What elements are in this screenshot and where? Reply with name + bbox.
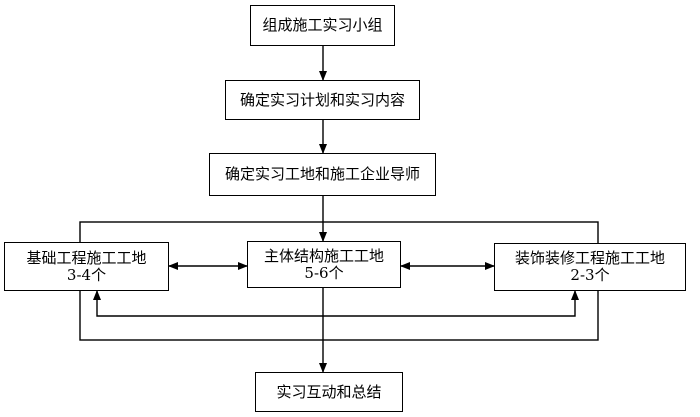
step2-label: 确定实习计划和实习内容 (239, 90, 405, 109)
step3-label: 确定实习工地和施工企业导师 (224, 165, 420, 183)
final-step-label: 实习互动和总结 (276, 382, 382, 401)
step1-box: 组成施工实习小组 (250, 5, 395, 46)
site-foundation-count: 3-4个 (66, 265, 107, 284)
site-decoration-box: 装饰装修工程施工工地 2-3个 (494, 243, 686, 291)
site-main-box: 主体结构施工工地 5-6个 (247, 241, 401, 288)
step3-box: 确定实习工地和施工企业导师 (209, 153, 436, 196)
site-main-count: 5-6个 (304, 263, 344, 282)
site-decoration-name: 装饰装修工程施工工地 (514, 249, 665, 267)
site-foundation-box: 基础工程施工工地 3-4个 (4, 242, 169, 291)
site-main-name: 主体结构施工工地 (263, 246, 384, 265)
site-foundation-name: 基础工程施工工地 (26, 248, 147, 267)
step2-box: 确定实习计划和实习内容 (225, 80, 420, 120)
link-foundation-decoration (93, 290, 579, 317)
step1-label: 组成施工实习小组 (262, 16, 383, 34)
site-decoration-count: 2-3个 (570, 266, 610, 284)
final-step-box: 实习互动和总结 (255, 372, 403, 412)
